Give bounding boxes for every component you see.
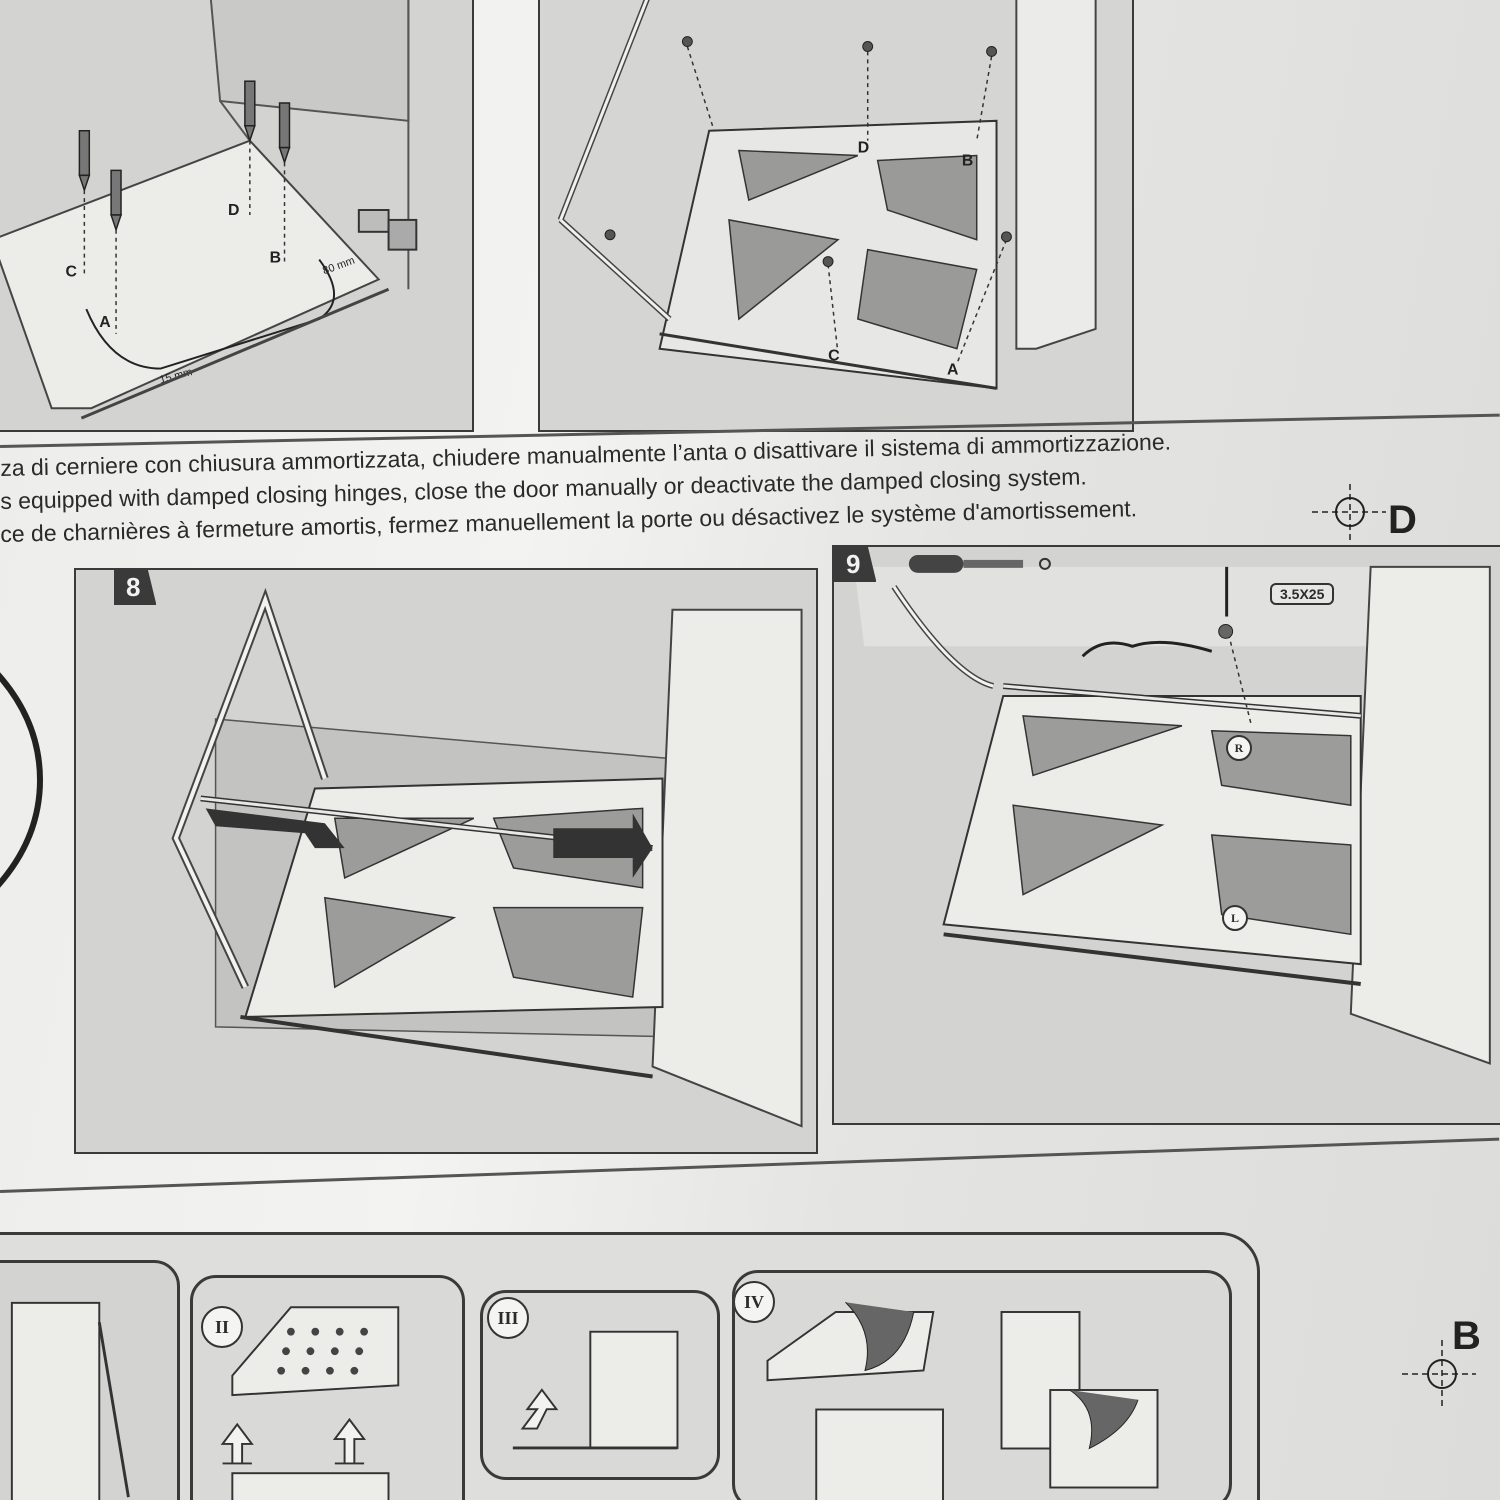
- point-b-label: B: [270, 250, 281, 267]
- frame-screwing-drawing: D B C A: [540, 0, 1132, 430]
- substep-3-panel: III: [480, 1290, 720, 1480]
- crosshair-icon: [1402, 1340, 1476, 1406]
- substep-3-label: III: [487, 1297, 529, 1339]
- screw-size-callout: 3.5X25: [1270, 583, 1335, 605]
- substep-4-label: IV: [735, 1281, 775, 1323]
- substep-2-label: II: [201, 1306, 243, 1348]
- panel-step-8: 8: [74, 568, 818, 1154]
- substep-2-panel: II: [190, 1275, 465, 1500]
- substep-1-panel: [0, 1260, 180, 1500]
- mark-r-label: R: [1226, 735, 1252, 761]
- frame-point-b-label: B: [962, 152, 973, 169]
- crosshair-icon: [1312, 484, 1386, 544]
- substep-4-panel: IV: [732, 1270, 1232, 1500]
- reference-mark-b: B: [1452, 1314, 1481, 1358]
- panel-step-9: 9 3.5X25 R L: [832, 545, 1500, 1125]
- partial-circle-graphic: [0, 672, 44, 888]
- panel-floor-marking: D B C A 80 mm 15 mm: [0, 0, 474, 432]
- arrow-up-icon: [220, 1417, 367, 1465]
- point-d-label: D: [228, 202, 239, 219]
- mark-l-label: L: [1222, 905, 1248, 931]
- step-8-drawing: [76, 570, 816, 1152]
- screwdriver-icon: [908, 554, 1051, 573]
- floor-marking-drawing: D B C A 80 mm 15 mm: [0, 0, 472, 430]
- point-a-label: A: [99, 314, 111, 331]
- frame-point-a-label: A: [947, 362, 959, 379]
- arrow-right-icon: [553, 813, 653, 878]
- point-c-label: C: [66, 263, 78, 280]
- reference-mark-d: D: [1388, 498, 1417, 542]
- panel-frame-screwing: D B C A: [538, 0, 1134, 432]
- step-9-drawing: [834, 547, 1500, 1123]
- frame-point-d-label: D: [858, 140, 869, 157]
